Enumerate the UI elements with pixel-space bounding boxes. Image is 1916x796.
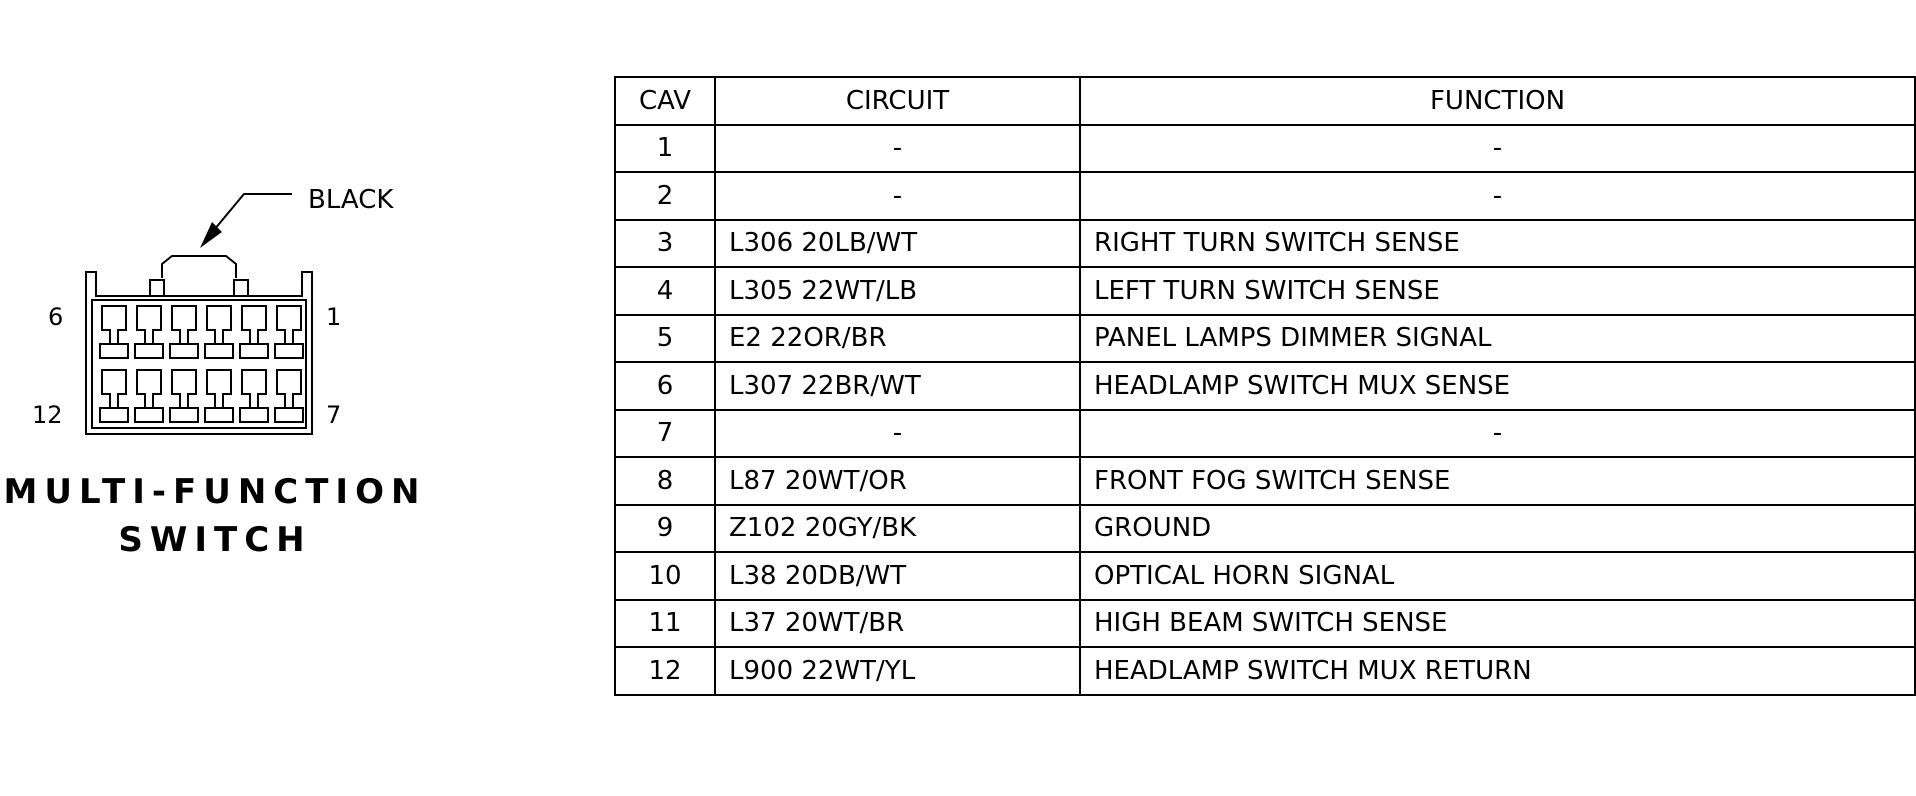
cell-circuit: E2 22OR/BR xyxy=(714,313,1081,363)
cell-function: PANEL LAMPS DIMMER SIGNAL xyxy=(1079,313,1916,363)
cell-circuit: - xyxy=(714,123,1081,173)
pin-label-top-right: 1 xyxy=(326,303,341,331)
leader-arrowhead xyxy=(200,222,222,248)
cell-cav: 3 xyxy=(614,218,716,268)
cell-cav: 7 xyxy=(614,408,716,458)
cell-circuit: L900 22WT/YL xyxy=(714,646,1081,696)
leader-line xyxy=(213,193,292,231)
cell-circuit: Z102 20GY/BK xyxy=(714,503,1081,553)
cell-circuit: L306 20LB/WT xyxy=(714,218,1081,268)
cell-cav: 4 xyxy=(614,266,716,316)
connector-title-line-2: SWITCH xyxy=(118,520,312,560)
cell-function: FRONT FOG SWITCH SENSE xyxy=(1079,456,1916,506)
cell-cav: 5 xyxy=(614,313,716,363)
table-row: 1-- xyxy=(614,123,1916,173)
cavity xyxy=(134,369,164,423)
cavity xyxy=(169,369,199,423)
cell-circuit: L38 20DB/WT xyxy=(714,551,1081,601)
cell-cav: 12 xyxy=(614,646,716,696)
cavity xyxy=(274,305,304,359)
cell-cav: 1 xyxy=(614,123,716,173)
cavity xyxy=(134,305,164,359)
pin-label-bottom-right: 7 xyxy=(326,401,341,429)
cell-circuit: - xyxy=(714,408,1081,458)
header-cav: CAV xyxy=(614,76,716,126)
connector-color-label: BLACK xyxy=(308,185,394,215)
table-row: 7-- xyxy=(614,408,1916,458)
cell-function: RIGHT TURN SWITCH SENSE xyxy=(1079,218,1916,268)
cell-function: GROUND xyxy=(1079,503,1916,553)
cell-function: HEADLAMP SWITCH MUX SENSE xyxy=(1079,361,1916,411)
table-row: 2-- xyxy=(614,171,1916,221)
cavity xyxy=(204,369,234,423)
table-header-row: CAV CIRCUIT FUNCTION xyxy=(614,76,1916,126)
cell-cav: 9 xyxy=(614,503,716,553)
cell-function: HEADLAMP SWITCH MUX RETURN xyxy=(1079,646,1916,696)
cavity xyxy=(239,369,269,423)
pin-label-top-left: 6 xyxy=(48,303,63,331)
connector-diagram: BLACK 6 1 12 7 xyxy=(32,185,394,435)
header-circuit: CIRCUIT xyxy=(714,76,1081,126)
cell-function: - xyxy=(1079,123,1916,173)
cell-circuit: L87 20WT/OR xyxy=(714,456,1081,506)
cell-function: - xyxy=(1079,408,1916,458)
cell-circuit: - xyxy=(714,171,1081,221)
cavity xyxy=(99,305,129,359)
cell-function: - xyxy=(1079,171,1916,221)
cell-cav: 6 xyxy=(614,361,716,411)
cavity-grid xyxy=(99,305,304,423)
header-function: FUNCTION xyxy=(1079,76,1916,126)
cell-circuit: L37 20WT/BR xyxy=(714,598,1081,648)
connector-title-line-1: MULTI-FUNCTION xyxy=(3,472,427,512)
cavity xyxy=(239,305,269,359)
cavity xyxy=(274,369,304,423)
cell-function: OPTICAL HORN SIGNAL xyxy=(1079,551,1916,601)
cell-function: LEFT TURN SWITCH SENSE xyxy=(1079,266,1916,316)
cell-cav: 2 xyxy=(614,171,716,221)
cell-cav: 10 xyxy=(614,551,716,601)
cavity xyxy=(169,305,199,359)
cavity xyxy=(99,369,129,423)
cavity xyxy=(204,305,234,359)
cell-cav: 11 xyxy=(614,598,716,648)
pin-label-bottom-left: 12 xyxy=(32,401,63,429)
cell-cav: 8 xyxy=(614,456,716,506)
connector-housing xyxy=(85,255,313,435)
cell-circuit: L305 22WT/LB xyxy=(714,266,1081,316)
cell-function: HIGH BEAM SWITCH SENSE xyxy=(1079,598,1916,648)
cell-circuit: L307 22BR/WT xyxy=(714,361,1081,411)
